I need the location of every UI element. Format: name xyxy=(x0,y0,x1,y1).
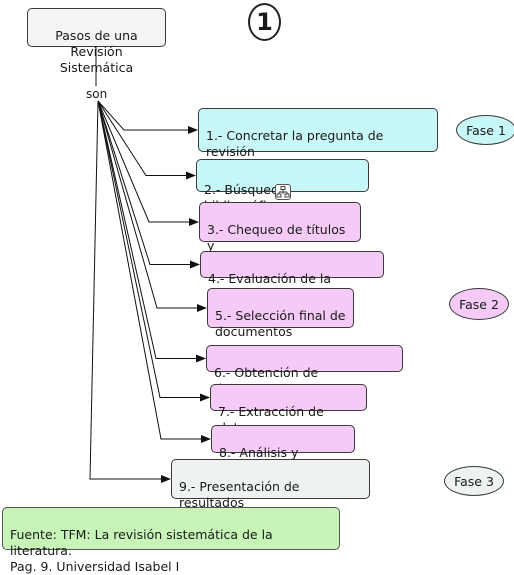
step-1[interactable]: 1.- Concretar la pregunta de revisión El… xyxy=(198,108,438,175)
step-9[interactable]: 9.- Presentación de resultados Conclusio… xyxy=(171,459,370,526)
connector-step-3 xyxy=(97,100,199,226)
connector-step-8 xyxy=(97,100,211,443)
phase-2[interactable]: Fase 2 xyxy=(449,288,509,320)
root-concept[interactable]: Pasos de una Revisión Sistemática xyxy=(27,8,166,75)
connector-step-6 xyxy=(97,100,206,363)
step-8[interactable]: 8.- Análisis y síntesis xyxy=(211,425,355,476)
connector-step-7 xyxy=(97,100,210,402)
connector-step-2 xyxy=(97,100,196,180)
connector-lines xyxy=(89,46,211,483)
connector-step-1 xyxy=(97,100,198,134)
connector-step-5 xyxy=(97,100,207,312)
step-7[interactable]: 7.- Extracción de datos xyxy=(210,384,367,435)
link-label-son: son xyxy=(86,87,108,101)
concept-map-link-icon[interactable] xyxy=(275,184,291,200)
phase-3[interactable]: Fase 3 xyxy=(444,466,504,496)
phase-1[interactable]: Fase 1 xyxy=(456,115,514,145)
map-number-badge: 1 xyxy=(248,3,281,41)
step-5[interactable]: 5.- Selección final de documentos xyxy=(207,288,354,339)
step-5-label: 5.- Selección final de documentos xyxy=(215,308,346,339)
connector-step-4 xyxy=(97,100,200,269)
step-3[interactable]: 3.- Chequeo de títulos y resúmenes xyxy=(199,202,361,269)
phase-2-label: Fase 2 xyxy=(459,296,499,312)
phase-1-label: Fase 1 xyxy=(466,122,506,138)
root-concept-label: Pasos de una Revisión Sistemática xyxy=(55,28,138,75)
connector-step-9 xyxy=(89,100,171,483)
source-note: Fuente: TFM: La revisión sistemática de … xyxy=(2,507,340,574)
phase-3-label: Fase 3 xyxy=(454,473,494,489)
step-6[interactable]: 6.- Obtención de documentos xyxy=(206,345,403,396)
step-4[interactable]: 4.- Evaluación de la calidad xyxy=(200,251,384,302)
